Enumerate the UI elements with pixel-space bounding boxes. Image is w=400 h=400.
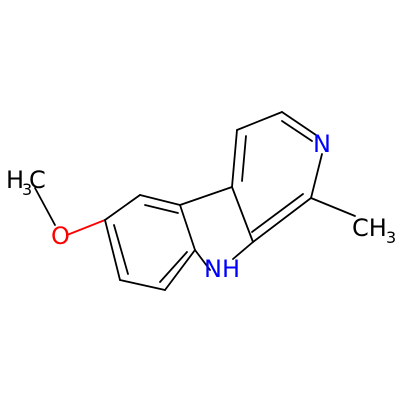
pyridine-nitrogen-label: N	[313, 130, 331, 158]
bond-benzene-1	[104, 194, 141, 221]
methoxy-subscript-label: 3	[22, 180, 32, 199]
bond-five-ring-right	[231, 186, 254, 243]
bond-benzene-5	[119, 279, 166, 291]
bond-benzene-4-double	[159, 251, 188, 283]
bond-benzene-3	[179, 204, 196, 251]
bond-benzene-6-double	[113, 224, 129, 275]
indole-nh-label: NH	[204, 255, 240, 283]
bond-five-ring-nh-left	[194, 249, 211, 271]
bond-pyridine-3	[281, 111, 317, 136]
oxygen-label: O	[51, 222, 70, 250]
bond-pyridine-5-double	[251, 193, 304, 233]
methyl-subscript-label: 3	[386, 228, 396, 247]
bond-pyridine-1-double	[241, 135, 247, 182]
bond-benzene-6	[104, 219, 121, 281]
bond-benzene-2-double	[144, 204, 179, 214]
bond-pyridine-5	[252, 197, 312, 243]
bond-methoxy-oxygen	[66, 219, 106, 236]
bond-methyl	[310, 197, 356, 217]
methoxy-c-label: C	[29, 166, 46, 194]
bond-benzene-2	[139, 194, 181, 206]
bond-methoxy-ch3	[34, 187, 56, 226]
methoxy-h-label: H	[6, 166, 24, 194]
bond-benzene-4	[164, 249, 196, 291]
methyl-ch-label: CH	[352, 214, 387, 242]
bond-pyridine-2	[236, 111, 283, 131]
bond-pyridine-3-double	[281, 120, 313, 142]
bond-five-ring-top	[179, 186, 233, 206]
bond-pyridine-1	[231, 129, 238, 188]
bond-five-ring-nh-right	[232, 241, 254, 260]
bond-pyridine-4	[310, 153, 323, 199]
